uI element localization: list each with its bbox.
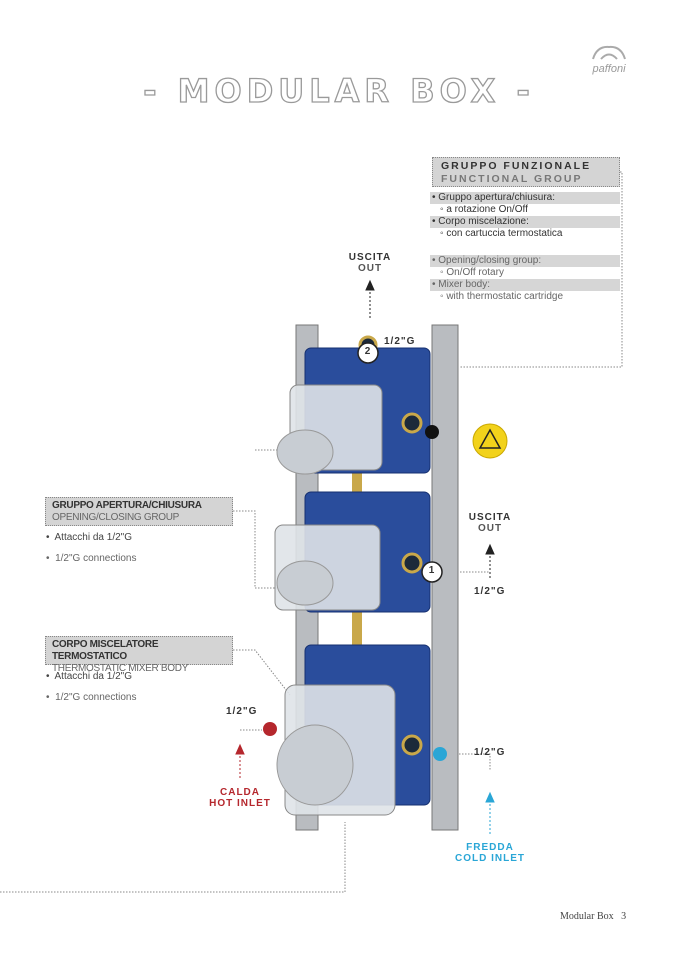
opening-group-item: • 1/2"G connections xyxy=(46,553,137,564)
paffoni-logo: paffoni xyxy=(583,44,635,75)
functional-group-list-en: • Opening/closing group: ◦ On/Off rotary… xyxy=(430,255,620,303)
mixer-body-item: • Attacchi da 1/2"G xyxy=(46,671,132,682)
page-footer: Modular Box 3 xyxy=(560,911,627,922)
functional-group-list-it: • Gruppo apertura/chiusura: ◦ a rotazion… xyxy=(430,192,620,240)
warning-sticker-icon xyxy=(472,423,508,459)
outlet1-size: 1/2"G xyxy=(474,586,506,597)
outlet-1-marker xyxy=(421,561,443,583)
cold-size: 1/2"G xyxy=(474,747,506,758)
page-title: - MODULAR BOX - xyxy=(143,71,535,110)
outlet1-number: 1 xyxy=(428,565,436,576)
outlet-2-marker xyxy=(357,342,379,364)
hot-size: 1/2"G xyxy=(226,706,258,717)
outlet2-number: 2 xyxy=(364,346,372,357)
mixer-body-item: • 1/2"G connections xyxy=(46,692,137,703)
outlet2-size: 1/2"G xyxy=(384,336,416,347)
functional-group-header: GRUPPO FUNZIONALE FUNCTIONAL GROUP xyxy=(432,157,620,187)
opening-group-item: • Attacchi da 1/2"G xyxy=(46,532,132,543)
